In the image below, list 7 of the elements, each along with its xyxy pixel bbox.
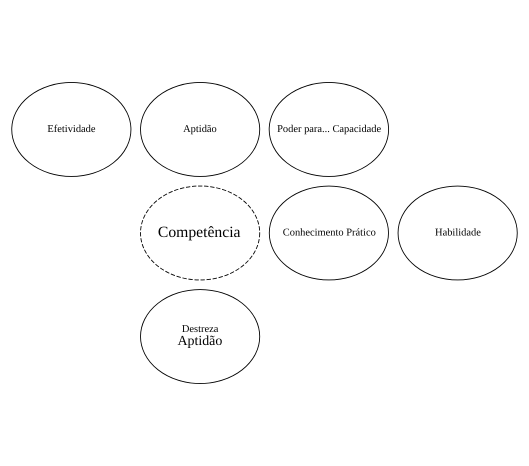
node-ellipse: Competência — [140, 186, 260, 280]
node-ellipse: Habilidade — [398, 186, 518, 280]
node-ellipse: Destreza Aptidão — [140, 289, 260, 384]
node-ellipse: Conhecimento Prático — [268, 186, 389, 280]
node-ellipse: Aptidão — [140, 82, 260, 177]
node-ellipse: Poder para... Capacidade — [268, 82, 390, 177]
node-ellipse: Efetividade — [11, 82, 132, 177]
